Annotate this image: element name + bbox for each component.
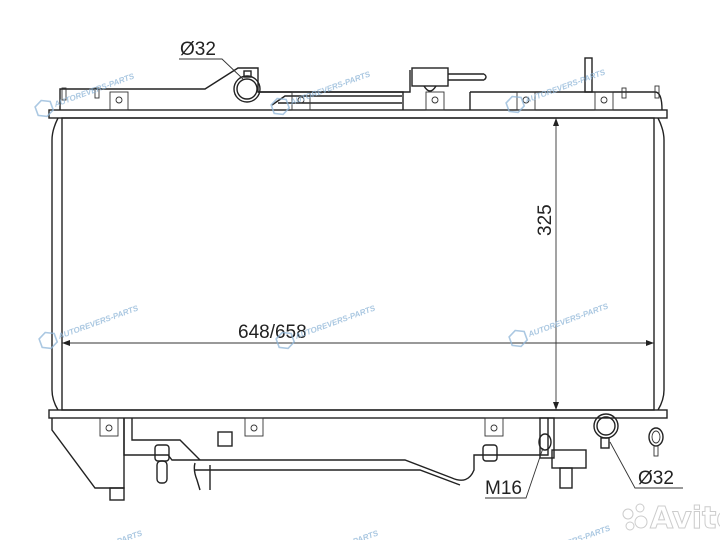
inlet-diameter-label: Ø32 [180,39,216,60]
svg-text:AUTOREVERS-PARTS: AUTOREVERS-PARTS [52,71,136,109]
svg-text:AUTOREVERS-PARTS: AUTOREVERS-PARTS [528,523,612,540]
svg-text:AUTOREVERS-PARTS: AUTOREVERS-PARTS [296,528,380,540]
svg-text:AUTOREVERS-PARTS: AUTOREVERS-PARTS [288,69,372,107]
svg-text:AUTOREVERS-PARTS: AUTOREVERS-PARTS [56,303,140,341]
outlet-diameter-label: Ø32 [638,468,674,489]
width-dimension-line [62,340,654,346]
bottom-tank [48,409,668,501]
svg-text:AUTOREVERS-PARTS: AUTOREVERS-PARTS [526,301,610,339]
width-dimension-label: 648/658 [238,322,307,343]
radiator-core [51,117,665,411]
watermark-group: AUTOREVERS-PARTS AUTOREVERS-PARTS AUTORE… [34,67,612,540]
drain-thread-label: M16 [485,478,522,499]
svg-text:Avito: Avito [650,501,720,536]
svg-text:AUTOREVERS-PARTS: AUTOREVERS-PARTS [60,528,144,540]
avito-logo: Avito [622,501,720,537]
height-dimension-line [553,118,559,410]
top-tank [48,57,668,119]
mounting-tabs-top [61,85,660,111]
height-dimension-label: 325 [535,204,556,236]
svg-text:AUTOREVERS-PARTS: AUTOREVERS-PARTS [523,67,607,105]
